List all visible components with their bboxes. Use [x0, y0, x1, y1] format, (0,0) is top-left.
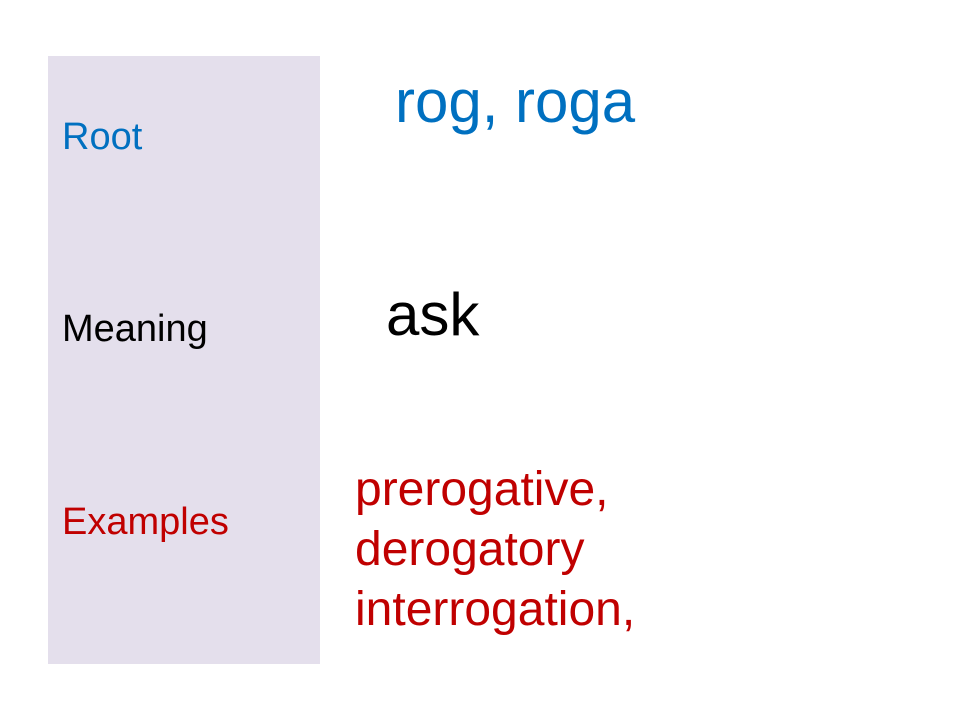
example-item: prerogative,: [355, 463, 609, 516]
meaning-value: ask: [386, 281, 480, 348]
examples-list: prerogative, derogatory interrogation,: [355, 460, 635, 640]
sidebar-panel: [48, 56, 320, 664]
examples-label: Examples: [62, 501, 229, 543]
root-value: rog, roga: [395, 68, 636, 135]
example-item: interrogation,: [355, 583, 636, 636]
example-item: derogatory: [355, 523, 585, 576]
root-label: Root: [62, 116, 143, 158]
meaning-label: Meaning: [62, 308, 208, 350]
